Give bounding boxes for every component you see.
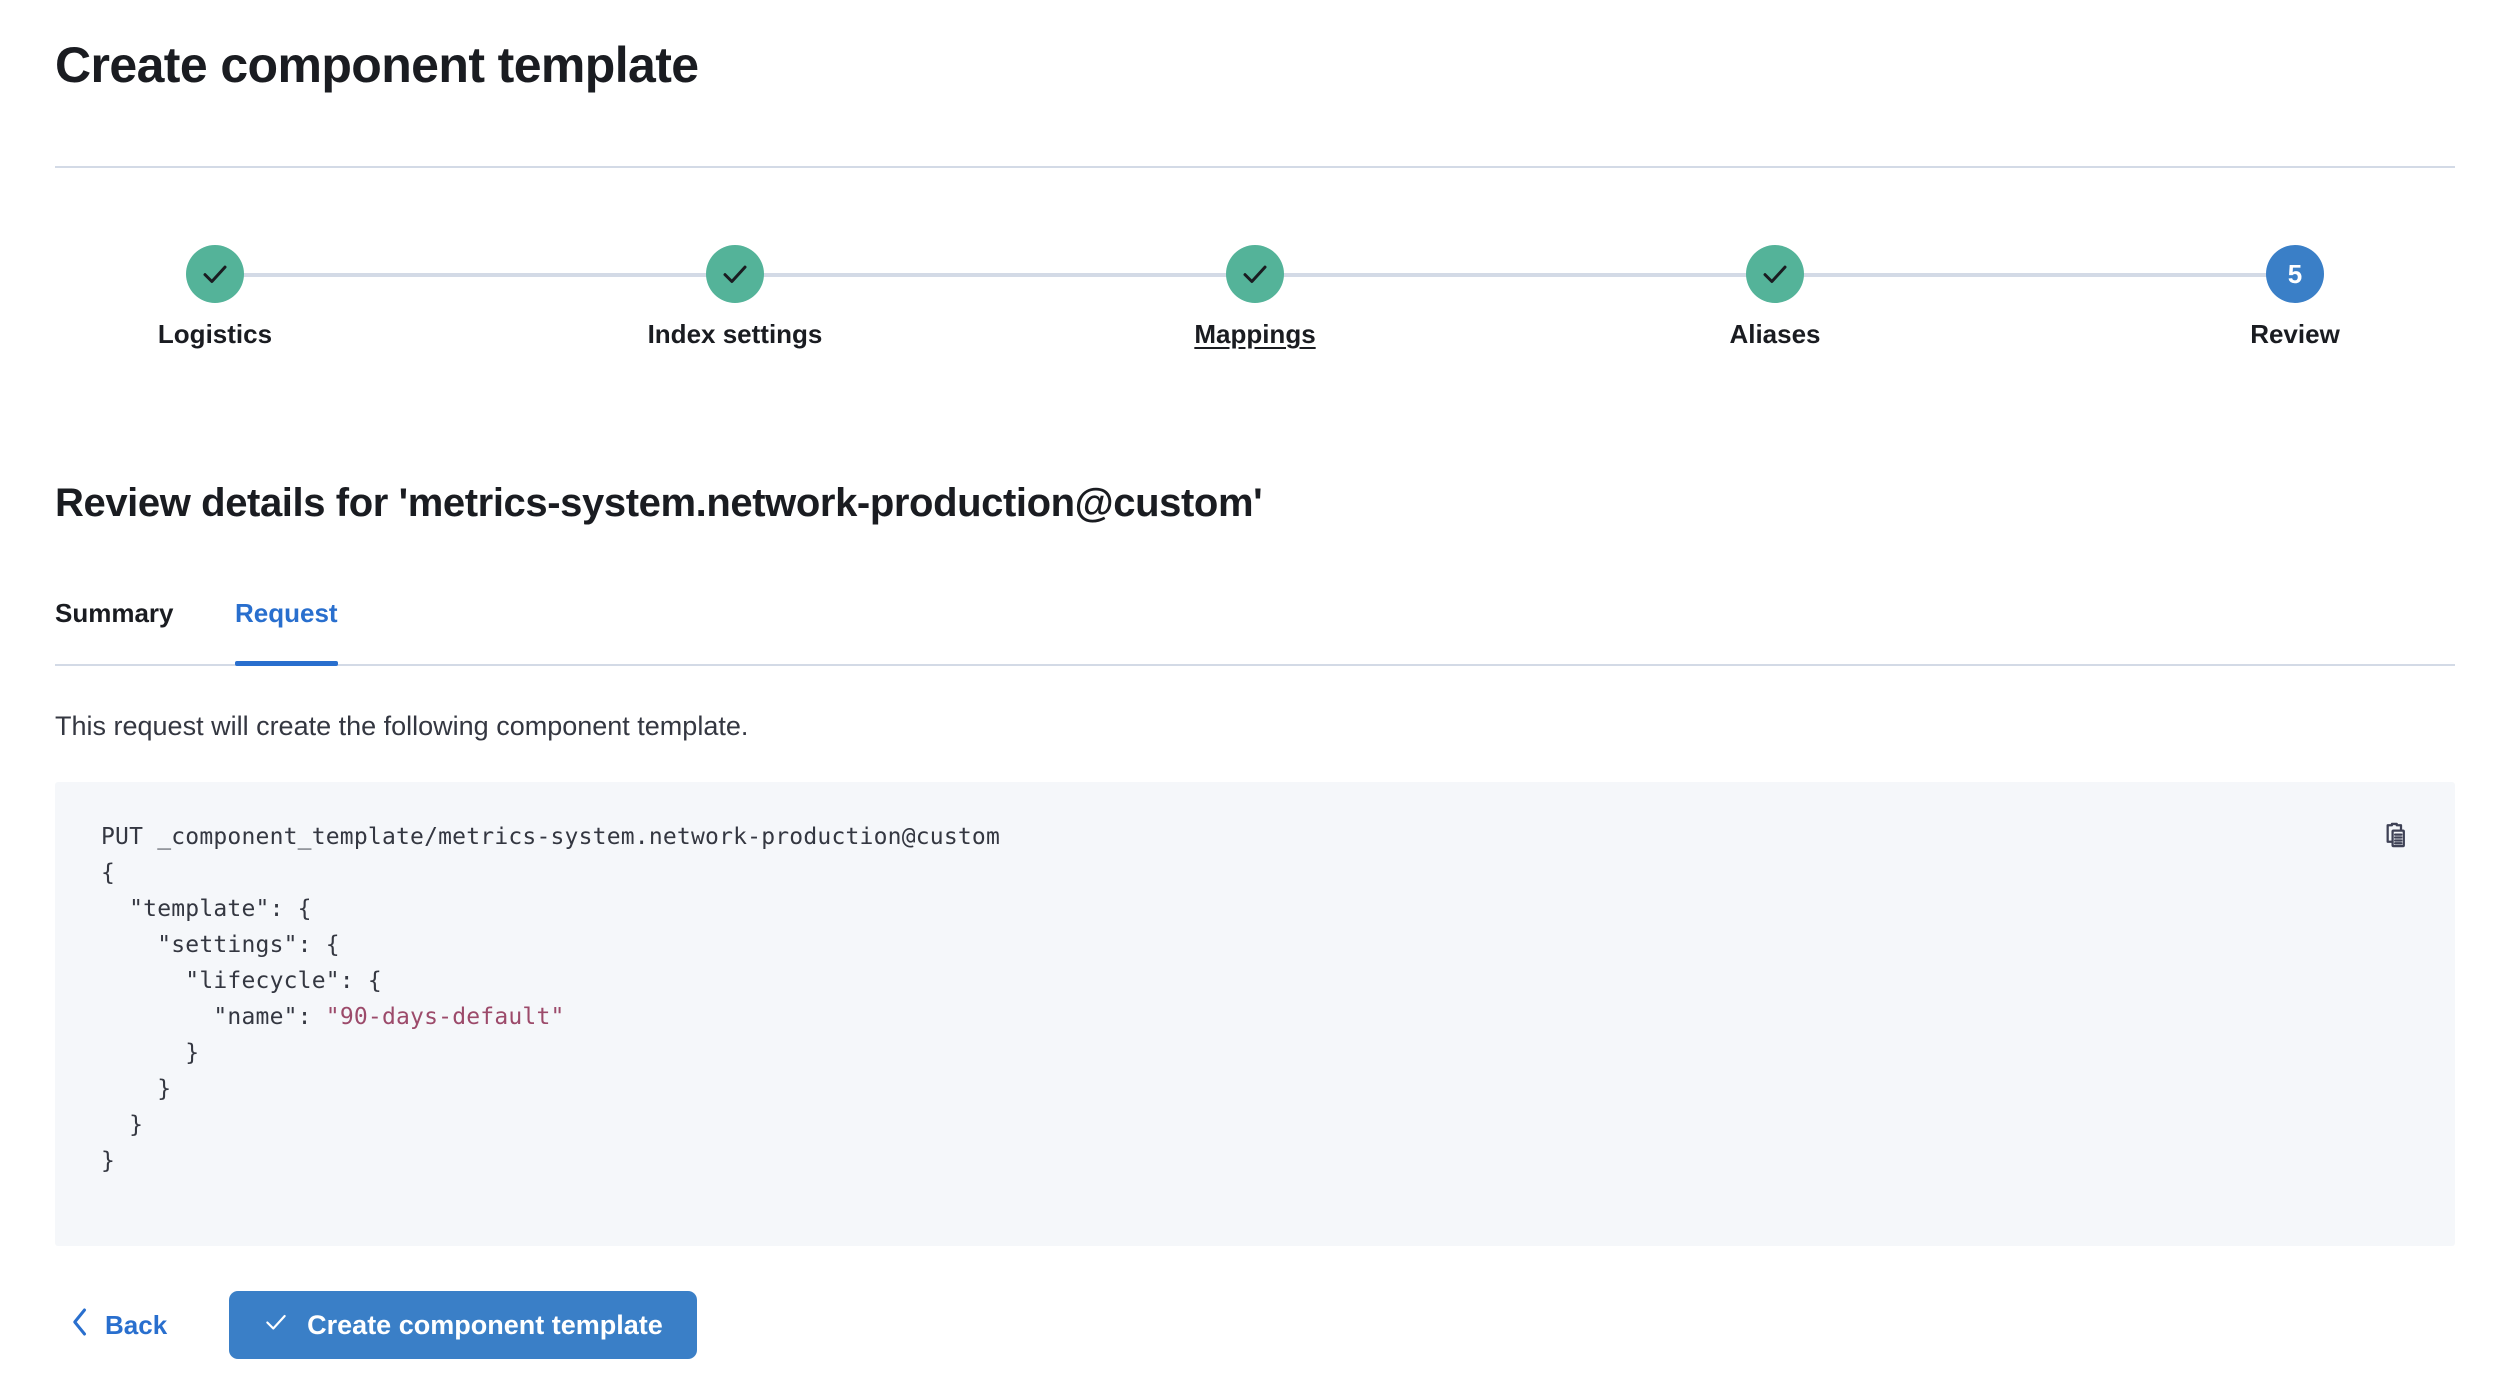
wizard-footer: Back Create component template bbox=[55, 1290, 697, 1360]
step-index-settings[interactable]: Index settings bbox=[535, 245, 935, 350]
step-label-mappings[interactable]: Mappings bbox=[1194, 319, 1316, 349]
check-icon bbox=[263, 1309, 289, 1342]
create-button-label: Create component template bbox=[307, 1309, 663, 1340]
step-label-index-settings: Index settings bbox=[647, 319, 823, 349]
step-label-review: Review bbox=[2250, 319, 2340, 349]
step-status-indicator-mappings bbox=[1226, 245, 1284, 303]
tab-active-indicator bbox=[235, 661, 338, 666]
chevron-left-icon bbox=[69, 1307, 91, 1344]
header-divider bbox=[55, 166, 2455, 168]
step-status-indicator-aliases bbox=[1746, 245, 1804, 303]
back-button-label: Back bbox=[105, 1309, 168, 1340]
tabs-divider bbox=[55, 664, 2455, 666]
check-icon bbox=[200, 259, 230, 289]
request-description: This request will create the following c… bbox=[55, 711, 749, 741]
check-icon bbox=[720, 259, 750, 289]
tab-summary-label: Summary bbox=[55, 598, 174, 628]
copy-to-clipboard-button[interactable] bbox=[2373, 816, 2417, 860]
copy-icon bbox=[2379, 821, 2411, 856]
tab-request-label: Request bbox=[235, 598, 338, 628]
check-icon bbox=[1240, 259, 1270, 289]
wizard-stepper: Logistics Index settings Mapping bbox=[55, 245, 2455, 395]
step-review[interactable]: 5 Review bbox=[2095, 245, 2495, 350]
tab-summary[interactable]: Summary bbox=[55, 598, 174, 666]
code-method-line: PUT _component_template/metrics-system.n… bbox=[101, 824, 1001, 850]
step-status-indicator-review: 5 bbox=[2266, 245, 2324, 303]
code-string-value: "90-days-default" bbox=[325, 1004, 565, 1030]
step-aliases[interactable]: Aliases bbox=[1575, 245, 1975, 350]
back-button[interactable]: Back bbox=[55, 1295, 185, 1355]
page-title: Create component template bbox=[55, 37, 699, 93]
tab-request[interactable]: Request bbox=[235, 598, 338, 666]
step-mappings[interactable]: Mappings bbox=[1055, 245, 1455, 350]
step-status-indicator-index-settings bbox=[706, 245, 764, 303]
code-body-line-4: "name": bbox=[101, 1004, 326, 1030]
create-component-template-button[interactable]: Create component template bbox=[229, 1291, 697, 1359]
code-body-line-0: { bbox=[101, 860, 116, 886]
check-icon bbox=[1760, 259, 1790, 289]
code-body-line-1: "template": { bbox=[101, 896, 312, 922]
step-label-logistics: Logistics bbox=[157, 319, 273, 349]
review-tabs: Summary Request bbox=[55, 596, 2455, 666]
step-label-aliases: Aliases bbox=[1729, 319, 1821, 349]
review-heading: Review details for 'metrics-system.netwo… bbox=[55, 481, 1263, 525]
request-code-block: PUT _component_template/metrics-system.n… bbox=[55, 782, 2455, 1246]
code-body-line-3: "lifecycle": { bbox=[101, 968, 382, 994]
step-number-review: 5 bbox=[2287, 259, 2303, 289]
code-body-line-7: } bbox=[101, 1112, 144, 1138]
code-body-line-2: "settings": { bbox=[101, 932, 340, 958]
step-status-indicator-logistics bbox=[186, 245, 244, 303]
step-logistics[interactable]: Logistics bbox=[15, 245, 415, 350]
code-body-line-5: } bbox=[101, 1040, 200, 1066]
code-body-line-8: } bbox=[101, 1148, 116, 1174]
code-body-line-6: } bbox=[101, 1076, 172, 1102]
request-code-text: PUT _component_template/metrics-system.n… bbox=[101, 819, 1000, 1179]
